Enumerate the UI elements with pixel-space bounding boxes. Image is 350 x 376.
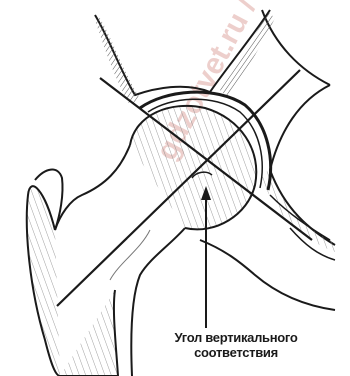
femoral-head xyxy=(130,106,256,230)
greater-trochanter xyxy=(27,186,118,376)
annotation-label: Угол вертикального соответствия xyxy=(146,330,326,360)
femoral-neck xyxy=(55,145,130,230)
annotation-line-2: соответствия xyxy=(146,345,326,360)
annotation-line-1: Угол вертикального xyxy=(146,330,326,345)
